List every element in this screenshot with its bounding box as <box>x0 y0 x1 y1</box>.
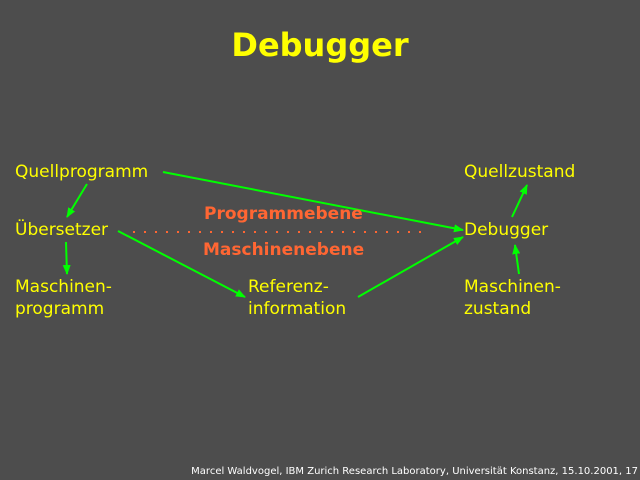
node-quellprogramm: Quellprogramm <box>15 162 149 182</box>
arrow-referenz-debugger <box>357 236 464 298</box>
level-programmebene: Programmebene <box>204 204 363 224</box>
arrow-debugger-quellzustand <box>511 184 528 218</box>
arrow-quellprogramm-debugger <box>162 171 464 233</box>
node-quellzustand: Quellzustand <box>464 162 576 182</box>
arrow-quellprogramm-uebersetzer <box>66 183 88 218</box>
node-referenz-line2: information <box>248 299 347 319</box>
node-referenz-line1: Referenz- <box>248 277 329 297</box>
arrow-uebersetzer-maschinenprogramm <box>62 241 71 275</box>
level-maschinenebene: Maschinenebene <box>203 240 365 260</box>
node-debugger: Debugger <box>464 220 549 240</box>
node-uebersetzer: Übersetzer <box>15 220 109 240</box>
footer: Marcel Waldvogel, IBM Zurich Research La… <box>191 466 638 477</box>
node-maschinenzustand-line1: Maschinen- <box>464 277 561 297</box>
slide-title: Debugger <box>231 26 409 64</box>
arrow-uebersetzer-referenz <box>117 230 246 298</box>
arrow-maschinenzustand-debugger <box>512 244 521 275</box>
node-maschinenprogramm-line2: programm <box>15 299 105 319</box>
node-maschinenprogramm-line1: Maschinen- <box>15 277 112 297</box>
node-maschinenzustand-line2: zustand <box>464 299 532 319</box>
